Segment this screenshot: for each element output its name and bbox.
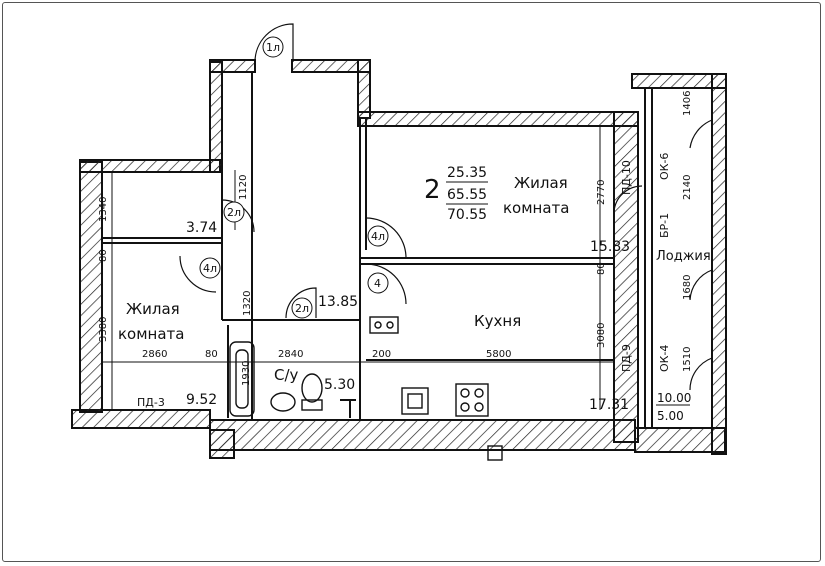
dim-2140: 2140	[682, 175, 693, 200]
balcony-door	[613, 185, 643, 213]
room2-area: 9.52	[186, 392, 217, 408]
dim-1120: 1120	[238, 175, 249, 200]
loggia-window-1	[689, 119, 713, 149]
dim-1406: 1406	[682, 91, 693, 116]
door-tag-entry: 1л	[266, 41, 280, 54]
doors	[179, 23, 713, 391]
riser	[487, 445, 503, 461]
room2-door	[179, 255, 217, 293]
loggia-window-2	[689, 269, 713, 301]
toilet	[301, 373, 323, 403]
left-bottom-wall	[71, 409, 211, 429]
sink	[369, 316, 399, 334]
opening-pd3: ПД-3	[137, 396, 165, 409]
opening-br1: БР-1	[658, 213, 671, 238]
wc-door	[285, 287, 317, 319]
opening-ok6: ОК-6	[658, 153, 671, 180]
room1-name-line1: Жилая	[514, 174, 568, 192]
dim-5800: 5800	[486, 349, 511, 360]
room1-area: 15.83	[590, 239, 630, 255]
rooms-count: 2	[424, 175, 441, 205]
living-area-value: 25.35	[447, 165, 487, 181]
closet-door	[221, 199, 255, 233]
kitchen-area: 17.31	[589, 397, 629, 413]
entry-door	[254, 23, 294, 63]
dimension-lines	[102, 126, 614, 410]
dim-2860: 2860	[142, 349, 167, 360]
dim-1340: 1340	[98, 197, 109, 222]
opening-ok4: ОК-4	[658, 345, 671, 372]
fixtures	[229, 316, 503, 461]
room2-top-wall	[79, 159, 221, 173]
total-with-balcony-value: 70.55	[447, 207, 487, 223]
loggia-area-full: 10.00	[657, 391, 691, 405]
hall-left-wall	[209, 61, 223, 173]
bathroom-name: С/у	[274, 366, 299, 384]
door-tag-wc: 2л	[295, 302, 309, 315]
door-tag-room2: 4л	[203, 262, 217, 275]
room1-top-wall	[357, 111, 639, 127]
toilet-tank	[301, 399, 323, 411]
total-area-value: 65.55	[447, 187, 487, 203]
loggia-window-3	[689, 357, 713, 391]
room2-name-line2: комната	[118, 325, 184, 343]
dim-2770: 2770	[596, 180, 607, 205]
loggia-right-wall	[711, 73, 727, 455]
closet-area: 3.74	[186, 220, 217, 236]
dim-200: 200	[372, 349, 391, 360]
entry-top-wall-left	[209, 59, 256, 73]
bottom-outer-wall	[209, 419, 636, 451]
bathtub	[229, 341, 255, 417]
dim-80-left: 80	[98, 249, 109, 262]
bathtub-inner	[235, 349, 249, 409]
dim-80-mid: 80	[205, 349, 218, 360]
dim-80-right: 80	[596, 262, 607, 275]
door-tag-room1: 4л	[371, 230, 385, 243]
opening-pd10: ПД-10	[620, 160, 633, 195]
door-tag-kitchen: 4	[374, 277, 381, 290]
walls	[71, 59, 727, 459]
hallway-area: 13.85	[318, 294, 358, 310]
kitchen-door	[365, 263, 407, 305]
dim-1930: 1930	[241, 361, 252, 386]
dim-1320: 1320	[242, 291, 253, 316]
stove	[455, 383, 489, 417]
kitchen-name: Кухня	[474, 312, 521, 330]
room2-name-line1: Жилая	[126, 300, 180, 318]
apartment-summary: 2 25.35 65.55 70.55	[424, 165, 488, 223]
corner-pillar	[209, 429, 235, 459]
room1-door	[365, 217, 407, 259]
dim-2840: 2840	[278, 349, 303, 360]
dim-1680: 1680	[682, 275, 693, 300]
loggia-area-reduced: 5.00	[657, 409, 684, 423]
washbasin	[270, 392, 296, 412]
dim-3080: 3080	[596, 323, 607, 348]
kitchen-sink	[401, 387, 429, 415]
loggia-name: Лоджия	[656, 249, 711, 264]
hall-right-wall-top	[357, 59, 371, 119]
dim-1510: 1510	[682, 347, 693, 372]
partitions	[102, 72, 653, 428]
dim-3380: 3380	[98, 317, 109, 342]
opening-pd9: ПД-9	[620, 344, 633, 372]
bathroom-area: 5.30	[324, 377, 355, 393]
room1-name-line2: комната	[503, 199, 569, 217]
door-tag-closet: 2л	[227, 206, 241, 219]
door-tags	[199, 36, 389, 319]
right-wall	[613, 111, 639, 443]
